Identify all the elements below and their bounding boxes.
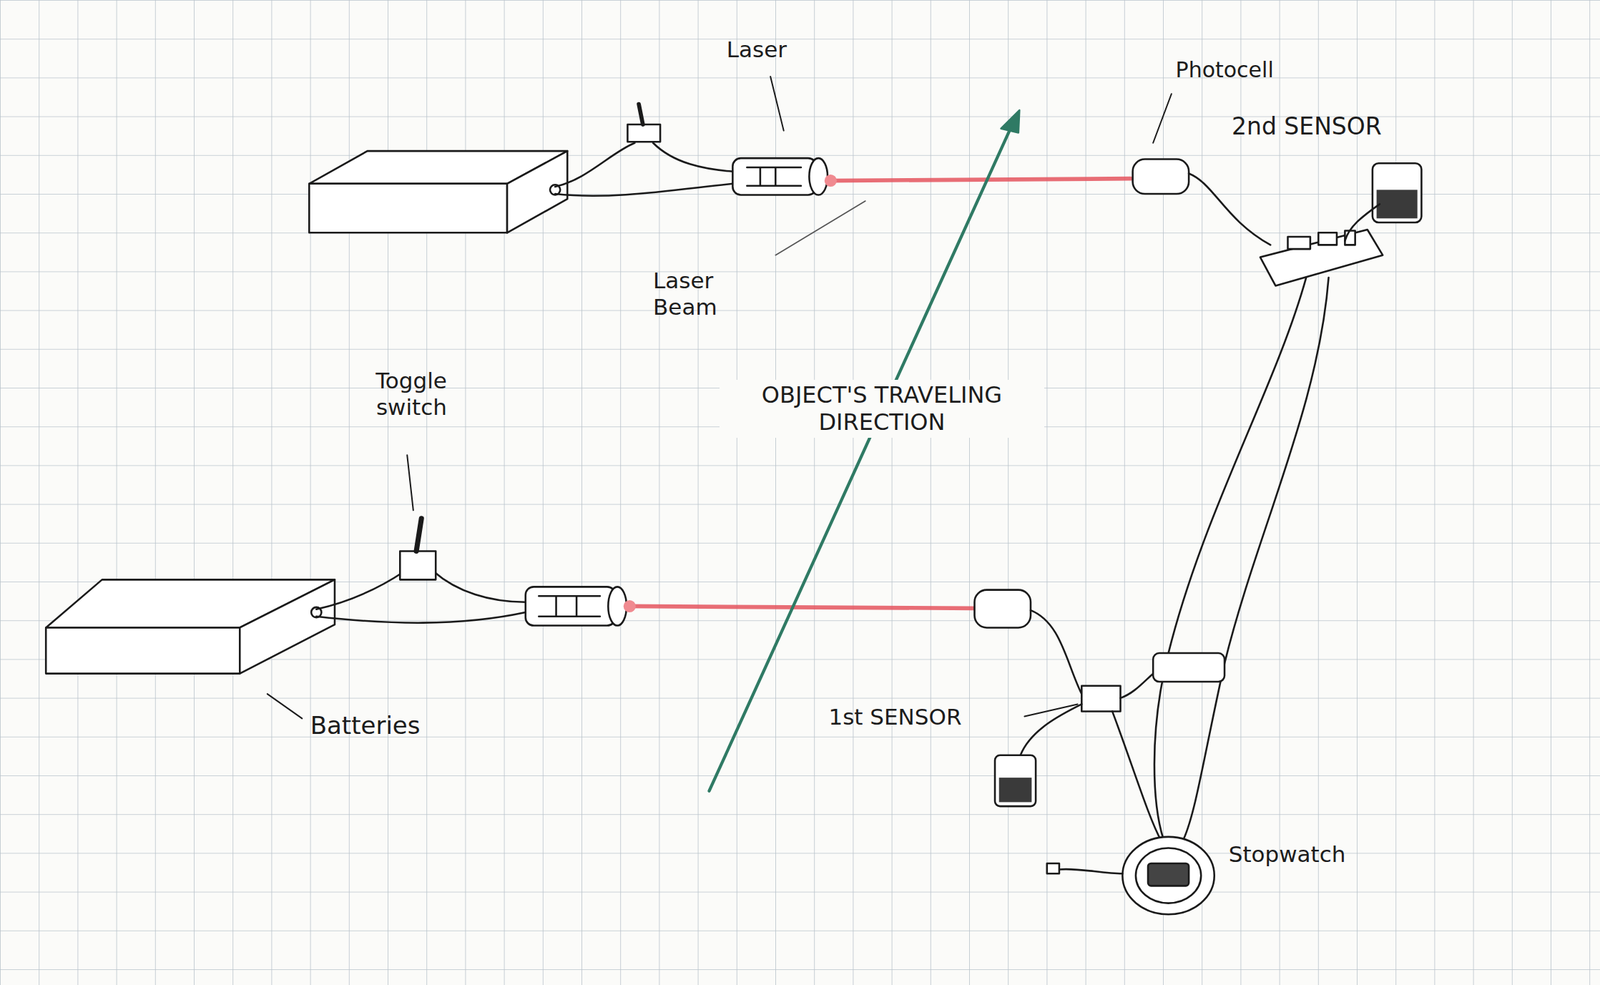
leader-line <box>406 454 414 510</box>
part-label: Laser <box>726 36 787 63</box>
part-label: Photocell <box>1175 57 1274 83</box>
beam-glow <box>623 600 636 613</box>
wire <box>1030 610 1082 694</box>
component <box>1318 232 1337 245</box>
toggle-lever <box>416 518 422 552</box>
wire <box>653 143 733 172</box>
battery-fill <box>1376 189 1418 219</box>
wire <box>1020 703 1083 755</box>
photocell <box>974 590 1030 628</box>
battery-box <box>45 627 240 674</box>
circuit-board <box>1260 229 1383 286</box>
part-label: 2nd SENSOR <box>1231 112 1382 141</box>
battery-box <box>308 183 508 233</box>
part-label: 1st SENSOR <box>828 703 962 731</box>
direction-arrow <box>709 124 1013 792</box>
wire <box>316 612 525 623</box>
part-label: Toggle switch <box>334 367 448 421</box>
part-label: Laser Beam <box>653 267 756 321</box>
part-label: Stopwatch <box>1228 841 1347 868</box>
component <box>1287 236 1310 249</box>
wire <box>555 143 635 187</box>
wire <box>1344 203 1380 241</box>
battery-box <box>239 579 335 674</box>
wire <box>1154 277 1307 839</box>
stopwatch-face <box>1135 848 1201 904</box>
arrow-head <box>1001 110 1020 133</box>
wire <box>1183 277 1329 839</box>
toggle-lever <box>638 104 644 126</box>
wire <box>433 571 525 603</box>
laser-body <box>732 158 817 195</box>
stopwatch <box>1122 836 1214 915</box>
wire <box>1112 710 1161 841</box>
toggle-switch <box>627 124 661 142</box>
leader-line <box>770 76 784 131</box>
battery-fill <box>999 777 1033 802</box>
battery-cell <box>1372 163 1422 223</box>
battery-box <box>507 150 568 233</box>
laser-beam <box>828 178 1131 181</box>
stopwatch-plug <box>1047 863 1060 874</box>
laser-detail <box>538 595 601 617</box>
leader-line <box>267 693 303 719</box>
part-label: OBJECT'S TRAVELING DIRECTION <box>719 379 1045 438</box>
laser-body <box>525 586 616 626</box>
wire-clip <box>1152 653 1225 682</box>
laser-detail <box>746 167 802 186</box>
photocell <box>1132 159 1189 195</box>
battery-cell <box>994 755 1036 807</box>
circuit-board <box>1081 685 1121 712</box>
wire <box>316 571 405 610</box>
laser-beam <box>627 605 975 608</box>
leader-line <box>1024 703 1078 716</box>
stopwatch-strap <box>1059 869 1123 874</box>
wire <box>555 183 733 196</box>
part-label: Batteries <box>310 710 421 741</box>
leader-line <box>775 200 866 256</box>
stopwatch-display <box>1147 863 1189 886</box>
wire <box>1188 173 1271 246</box>
beam-glow <box>824 174 837 187</box>
laser-lens <box>808 158 828 195</box>
leader-line <box>1152 93 1172 143</box>
toggle-switch <box>399 550 436 580</box>
